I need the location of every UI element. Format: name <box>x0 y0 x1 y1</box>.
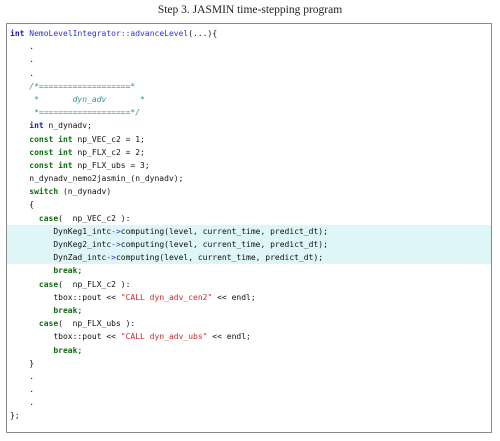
code-token: const int <box>29 160 73 170</box>
code-token: . <box>10 398 35 408</box>
code-token: { <box>10 200 35 210</box>
code-token: . <box>10 68 35 78</box>
code-token <box>10 187 29 196</box>
code-line: break; <box>7 264 491 277</box>
code-token: . <box>10 371 35 381</box>
code-token: tbox::pout << <box>10 332 121 342</box>
code-token <box>10 319 39 328</box>
code-line: . <box>7 67 491 80</box>
code-line: tbox::pout << "CALL dyn_adv_cen2" << end… <box>7 291 491 304</box>
code-token: << endl; <box>207 332 251 342</box>
figure-caption: Step 3. JASMIN time-stepping program <box>157 4 343 16</box>
code-token: . <box>10 55 35 65</box>
code-token: } <box>10 358 35 368</box>
code-token: ( np_FLX_c2 ): <box>58 279 131 289</box>
code-line: n_dynadv_nemo2jasmin_(n_dynadv); <box>7 172 491 185</box>
code-token: computing(level, current_time, predict_d… <box>120 240 328 249</box>
code-token: ; <box>77 345 83 355</box>
code-token: case <box>38 279 59 289</box>
code-line: int NemoLevelIntegrator::advanceLevel(..… <box>7 27 491 40</box>
code-line: case( np_FLX_c2 ): <box>7 278 491 291</box>
code-token: -> <box>111 240 121 249</box>
code-token: break <box>53 266 78 276</box>
code-token: *===================*/ <box>10 108 141 118</box>
code-line: . <box>7 383 491 396</box>
code-token: case <box>38 319 59 329</box>
code-token: "CALL dyn_adv_cen2" <box>120 292 213 302</box>
code-token: DynKeg2_intc <box>10 240 112 249</box>
code-line: break; <box>7 304 491 317</box>
code-token: -> <box>106 253 116 263</box>
code-line: }; <box>7 409 491 422</box>
code-token <box>10 135 29 144</box>
code-token: * dyn_adv * <box>10 94 145 104</box>
code-line: . <box>7 370 491 383</box>
code-token: DynKeg1_intc <box>10 226 112 236</box>
code-token: tbox::pout << <box>10 292 121 302</box>
code-token: }; <box>10 411 20 421</box>
code-line: switch (n_dynadv) <box>7 185 491 198</box>
code-line: } <box>7 357 491 370</box>
code-line: case( np_VEC_c2 ): <box>7 212 491 225</box>
code-token: const int <box>29 134 73 144</box>
code-token <box>10 148 29 157</box>
code-token: break <box>53 345 78 355</box>
code-body: int NemoLevelIntegrator::advanceLevel(..… <box>7 27 491 423</box>
code-token: computing(level, current_time, predict_d… <box>120 226 328 236</box>
code-token: ( np_FLX_ubs ): <box>58 319 136 329</box>
code-line: { <box>7 198 491 211</box>
code-token: switch <box>29 187 59 197</box>
code-token: << endl; <box>212 292 256 302</box>
code-line: const int np_FLX_c2 = 2; <box>7 146 491 159</box>
code-line: case( np_FLX_ubs ): <box>7 317 491 330</box>
code-token <box>10 266 53 275</box>
code-line: . <box>7 40 491 53</box>
code-line: * dyn_adv * <box>7 93 491 106</box>
code-token: . <box>10 42 35 52</box>
code-line: tbox::pout << "CALL dyn_adv_ubs" << endl… <box>7 330 491 343</box>
code-token: (...){ <box>188 29 218 38</box>
code-token <box>10 346 53 355</box>
code-token: DynZad_intc <box>10 253 107 263</box>
code-line: const int np_VEC_c2 = 1; <box>7 133 491 146</box>
code-token: ( np_VEC_c2 ): <box>58 213 131 223</box>
code-token: NemoLevelIntegrator::advanceLevel <box>29 29 189 38</box>
code-token <box>10 161 29 170</box>
code-token <box>10 214 39 223</box>
code-token: computing(level, current_time, predict_d… <box>115 253 324 263</box>
code-line-highlighted: DynKeg1_intc->computing(level, current_t… <box>7 224 491 238</box>
code-token: /*===================* <box>10 81 136 91</box>
code-line-highlighted: DynKeg2_intc->computing(level, current_t… <box>7 238 491 252</box>
code-token: np_FLX_ubs = 3; <box>72 160 150 170</box>
code-line: . <box>7 396 491 409</box>
code-token: (n_dynadv) <box>58 187 112 197</box>
code-line: int n_dynadv; <box>7 119 491 132</box>
code-token <box>10 306 53 315</box>
code-token: "CALL dyn_adv_ubs" <box>120 332 208 342</box>
code-line: break; <box>7 344 491 357</box>
code-token: int <box>10 29 25 38</box>
code-line: *===================*/ <box>7 106 491 119</box>
code-listing: int NemoLevelIntegrator::advanceLevel(..… <box>6 23 492 433</box>
code-line: const int np_FLX_ubs = 3; <box>7 159 491 172</box>
code-line-highlighted: DynZad_intc->computing(level, current_ti… <box>7 251 491 265</box>
code-token: ; <box>77 266 83 276</box>
code-token: np_FLX_c2 = 2; <box>72 147 145 157</box>
code-token: n_dynadv; <box>43 121 92 131</box>
code-line: /*===================* <box>7 80 491 93</box>
code-token <box>10 280 39 289</box>
code-token: break <box>53 305 78 315</box>
code-token: case <box>38 213 59 223</box>
code-token: . <box>10 385 35 395</box>
code-token: -> <box>111 226 121 236</box>
code-line: . <box>7 53 491 66</box>
code-token: const int <box>29 147 73 157</box>
code-token: np_VEC_c2 = 1; <box>72 134 145 144</box>
code-token: int <box>29 121 44 131</box>
code-token <box>10 121 29 130</box>
code-token: n_dynadv_nemo2jasmin_(n_dynadv); <box>10 174 184 184</box>
code-token: ; <box>77 305 83 315</box>
